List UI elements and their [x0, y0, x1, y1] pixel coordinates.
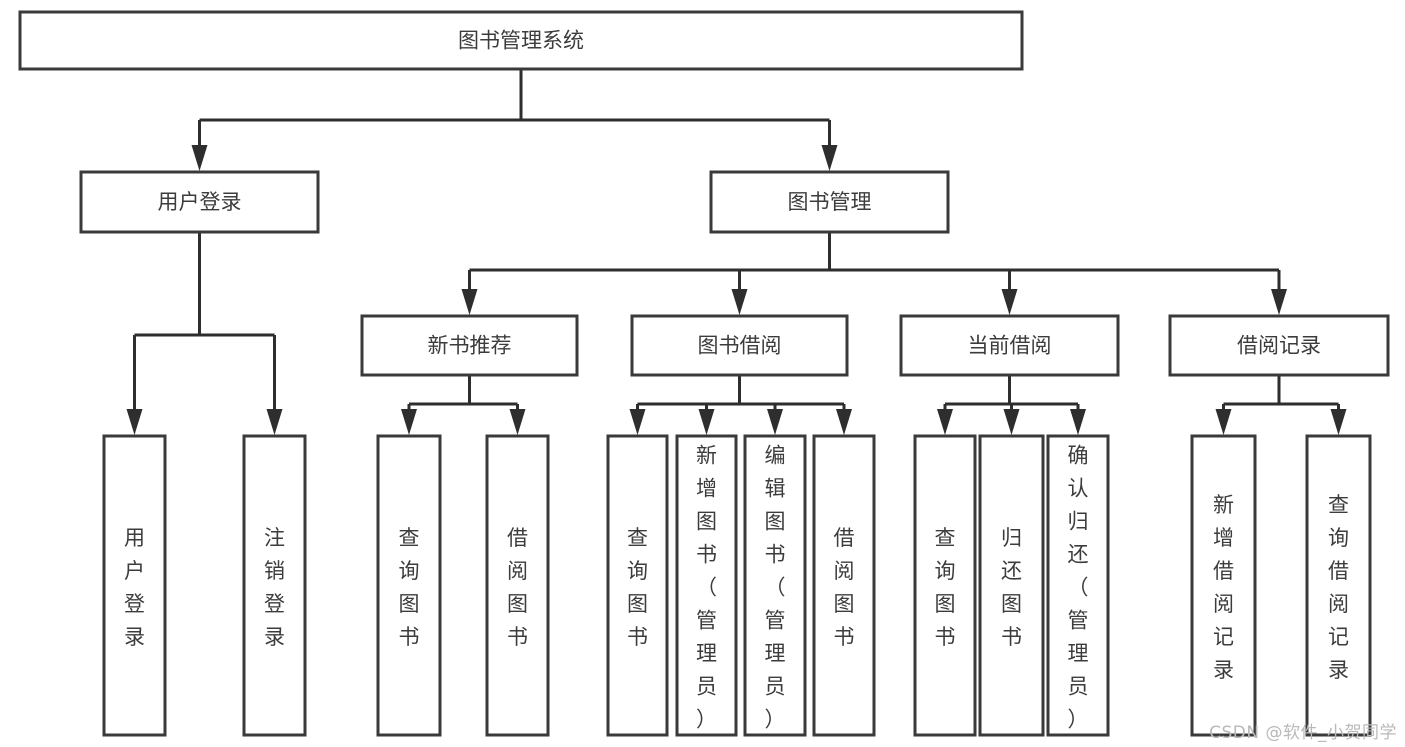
node-leaf_9[interactable]: 归还图书 — [978, 434, 1045, 737]
arrow-head-icon — [821, 145, 838, 171]
node-leaf_5[interactable]: 新增图书（管理员） — [675, 434, 738, 737]
arrow-head-icon — [1330, 409, 1347, 435]
node-box — [1305, 434, 1372, 737]
node-label: 查询图书 — [935, 526, 956, 649]
node-box — [606, 434, 669, 737]
node-leaf_0[interactable]: 用户登录 — [102, 434, 167, 737]
node-box — [1190, 434, 1257, 737]
arrow-head-icon — [937, 409, 953, 435]
node-label: 图书管理 — [788, 190, 872, 214]
node-label: 用户登录 — [158, 190, 242, 214]
arrow-head-icon — [401, 409, 417, 435]
arrow-head-icon — [629, 409, 646, 435]
node-box — [812, 434, 876, 737]
node-label: 新增图书（管理员） — [696, 444, 717, 732]
node-label: 新书推荐 — [428, 334, 512, 358]
node-box — [899, 314, 1120, 377]
node-label: 查询图书 — [627, 526, 648, 649]
node-l1_0[interactable]: 用户登录 — [79, 170, 320, 234]
arrow-head-icon — [191, 145, 208, 171]
node-box — [743, 434, 807, 737]
arrow-head-icon — [731, 289, 748, 315]
arrow-head-icon — [698, 409, 715, 435]
node-label: 用户登录 — [124, 526, 145, 649]
node-label: 图书借阅 — [698, 334, 782, 358]
node-box — [18, 10, 1024, 71]
node-box — [978, 434, 1045, 737]
node-label: 查询借阅记录 — [1328, 493, 1349, 682]
node-label: 查询图书 — [399, 526, 420, 649]
node-l2_3[interactable]: 借阅记录 — [1168, 314, 1390, 377]
node-box — [376, 434, 442, 737]
arrow-head-icon — [1271, 289, 1287, 315]
node-box — [675, 434, 738, 737]
node-l2_0[interactable]: 新书推荐 — [360, 314, 579, 377]
nodes-layer: 图书管理系统用户登录图书管理新书推荐图书借阅当前借阅借阅记录用户登录注销登录查询… — [18, 10, 1390, 737]
node-label: 确认归还（管理员） — [1068, 444, 1089, 732]
arrow-head-icon — [767, 409, 783, 435]
node-root[interactable]: 图书管理系统 — [18, 10, 1024, 71]
node-box — [102, 434, 167, 737]
node-box — [1046, 434, 1110, 737]
arrow-head-icon — [1215, 409, 1232, 435]
node-box — [242, 434, 307, 737]
node-box — [709, 170, 950, 234]
node-label: 注销登录 — [264, 526, 285, 649]
node-leaf_10[interactable]: 确认归还（管理员） — [1046, 434, 1110, 737]
arrow-head-icon — [461, 289, 478, 315]
node-leaf_2[interactable]: 查询图书 — [376, 434, 442, 737]
node-label: 借阅图书 — [834, 526, 855, 649]
node-label: 借阅图书 — [507, 526, 528, 649]
node-leaf_3[interactable]: 借阅图书 — [485, 434, 550, 737]
node-l1_1[interactable]: 图书管理 — [709, 170, 950, 234]
arrow-head-icon — [1001, 289, 1018, 315]
node-box — [1168, 314, 1390, 377]
arrow-head-icon — [509, 409, 526, 435]
node-leaf_7[interactable]: 借阅图书 — [812, 434, 876, 737]
node-leaf_11[interactable]: 新增借阅记录 — [1190, 434, 1257, 737]
node-label: 借阅记录 — [1237, 334, 1321, 358]
arrow-head-icon — [836, 409, 852, 435]
node-label: 归还图书 — [1001, 526, 1022, 649]
node-label: 编辑图书（管理员） — [765, 444, 786, 732]
node-leaf_6[interactable]: 编辑图书（管理员） — [743, 434, 807, 737]
node-box — [360, 314, 579, 377]
arrow-head-icon — [1070, 409, 1086, 435]
node-label: 当前借阅 — [968, 334, 1052, 358]
node-l2_1[interactable]: 图书借阅 — [630, 314, 849, 377]
node-label: 图书管理系统 — [458, 29, 584, 53]
arrow-head-icon — [266, 409, 283, 435]
node-box — [630, 314, 849, 377]
node-leaf_4[interactable]: 查询图书 — [606, 434, 669, 737]
node-box — [79, 170, 320, 234]
node-l2_2[interactable]: 当前借阅 — [899, 314, 1120, 377]
connectors-layer — [126, 69, 1347, 435]
node-box — [913, 434, 977, 737]
node-leaf_1[interactable]: 注销登录 — [242, 434, 307, 737]
node-label: 新增借阅记录 — [1213, 493, 1234, 682]
node-leaf_12[interactable]: 查询借阅记录 — [1305, 434, 1372, 737]
arrow-head-icon — [1003, 409, 1020, 435]
node-box — [485, 434, 550, 737]
node-leaf_8[interactable]: 查询图书 — [913, 434, 977, 737]
arrow-head-icon — [126, 409, 143, 435]
